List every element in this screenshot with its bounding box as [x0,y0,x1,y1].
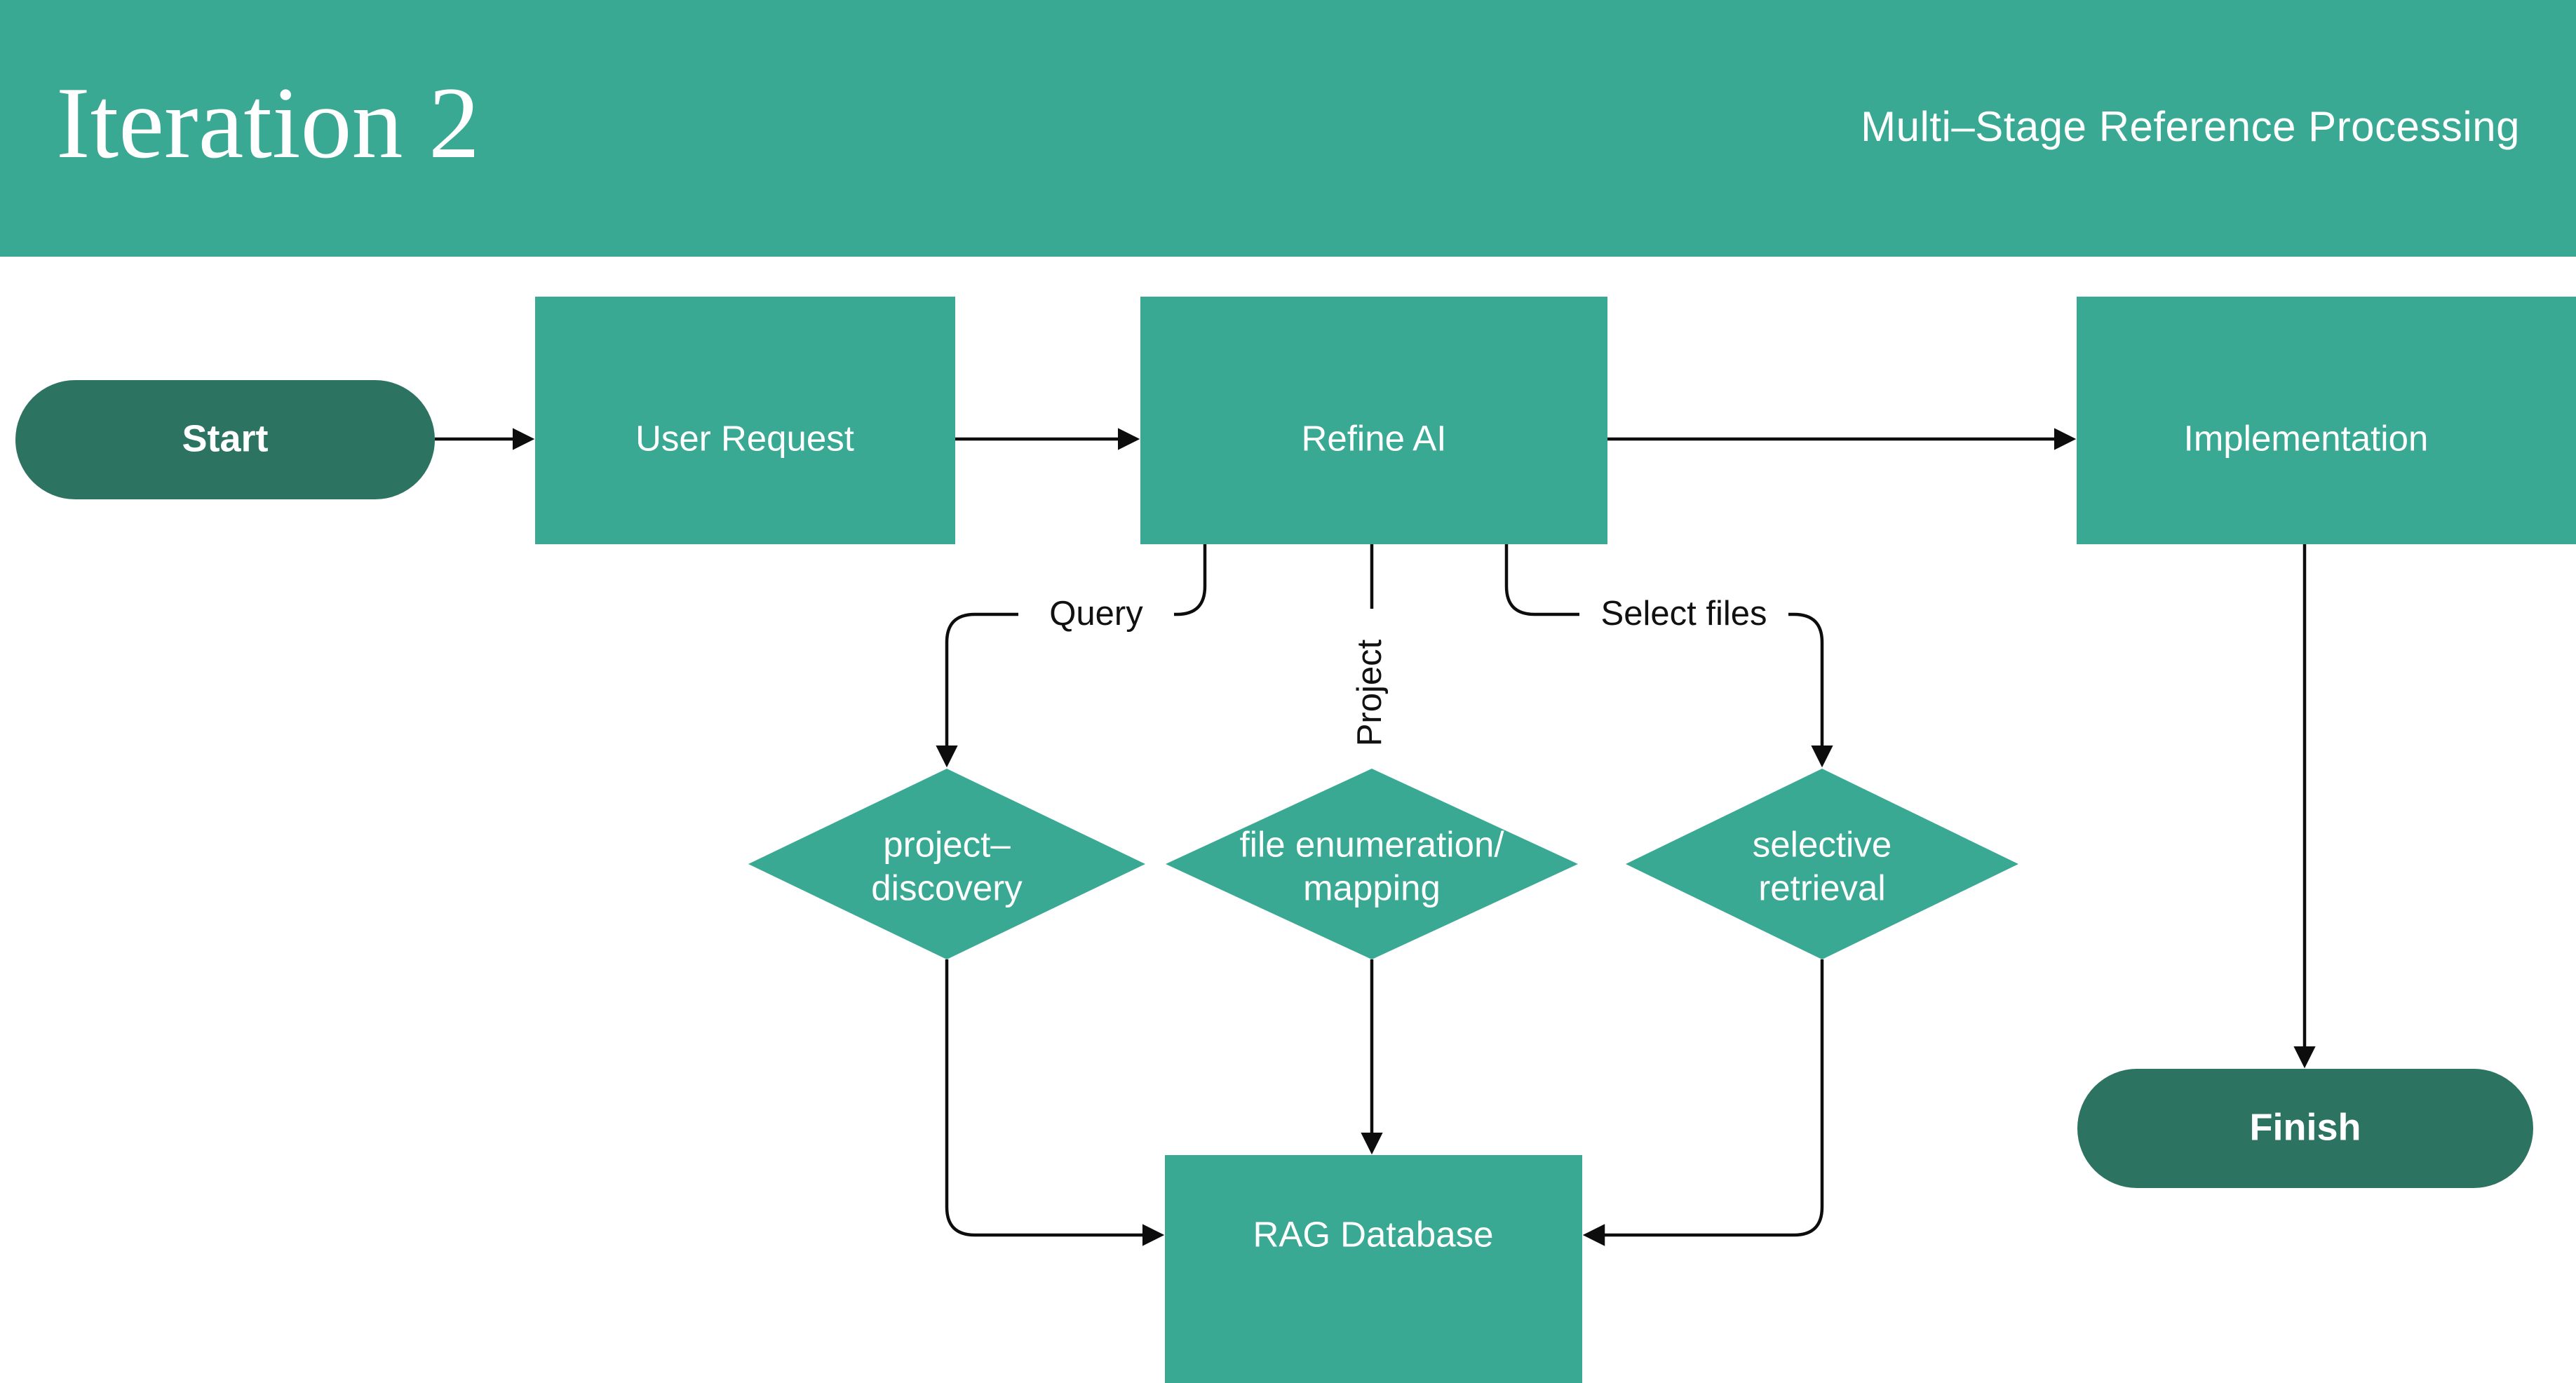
node-selective-retrieval-shape[interactable] [1626,769,2018,959]
node-start-label: Start [182,417,268,459]
node-refine-ai-label: Refine AI [1302,418,1447,458]
node-file-enumeration-label-line2: mapping [1303,868,1441,908]
node-finish-label: Finish [2250,1106,2361,1148]
node-implementation[interactable]: Implementation [2077,297,2576,544]
node-project-discovery-label-line2: discovery [871,868,1023,908]
node-refine-ai[interactable]: Refine AI [1140,297,1607,544]
node-user-request[interactable]: User Request [535,297,955,544]
node-start-shape[interactable] [15,380,435,499]
node-project-discovery[interactable]: project– discovery [748,769,1145,959]
node-implementation-label: Implementation [2184,418,2429,458]
edge-label-select-files-backdrop [1579,588,1788,641]
node-project-discovery-label-line1: project– [883,824,1011,864]
edge-label-select-files: Select files [1601,595,1767,633]
slide-header: Iteration 2 Multi–Stage Reference Proces… [0,0,2576,257]
node-finish-shape[interactable] [2077,1069,2533,1188]
node-rag-database[interactable]: RAG Database [1165,1155,1582,1383]
edge-discovery-to-rag [945,959,1165,1246]
edge-refine-to-discovery [936,544,1207,768]
node-file-enumeration-label-line1: file enumeration/ [1239,824,1504,864]
node-user-request-shape[interactable] [535,297,955,544]
edge-label-query: Query [1049,595,1143,633]
node-user-request-label: User Request [635,418,854,458]
page-subtitle: Multi–Stage Reference Processing [1861,102,2520,150]
node-rag-database-label: RAG Database [1253,1214,1493,1254]
edge-label-project: Project [1351,639,1389,746]
node-selective-retrieval[interactable]: selective retrieval [1626,769,2018,959]
flowchart-svg: Query Project Select files Start User Re… [15,297,2576,1383]
flowchart-canvas: Query Project Select files Start User Re… [0,257,2576,1383]
edge-refine-to-retrieval [1504,544,1833,768]
node-file-enumeration[interactable]: file enumeration/ mapping [1166,769,1578,959]
node-project-discovery-shape[interactable] [748,769,1145,959]
node-start[interactable]: Start [15,380,435,499]
node-finish[interactable]: Finish [2077,1069,2533,1188]
node-refine-ai-shape[interactable] [1140,297,1607,544]
edge-label-project-backdrop [1348,609,1397,777]
page-title: Iteration 2 [56,66,480,180]
node-rag-database-shape[interactable] [1165,1155,1582,1383]
node-implementation-shape[interactable] [2077,297,2576,544]
edge-label-query-backdrop [1018,588,1174,641]
node-file-enumeration-shape[interactable] [1166,769,1578,959]
edge-retrieval-to-rag [1582,959,1824,1246]
node-selective-retrieval-label-line2: retrieval [1758,868,1885,908]
node-selective-retrieval-label-line1: selective [1753,824,1891,864]
